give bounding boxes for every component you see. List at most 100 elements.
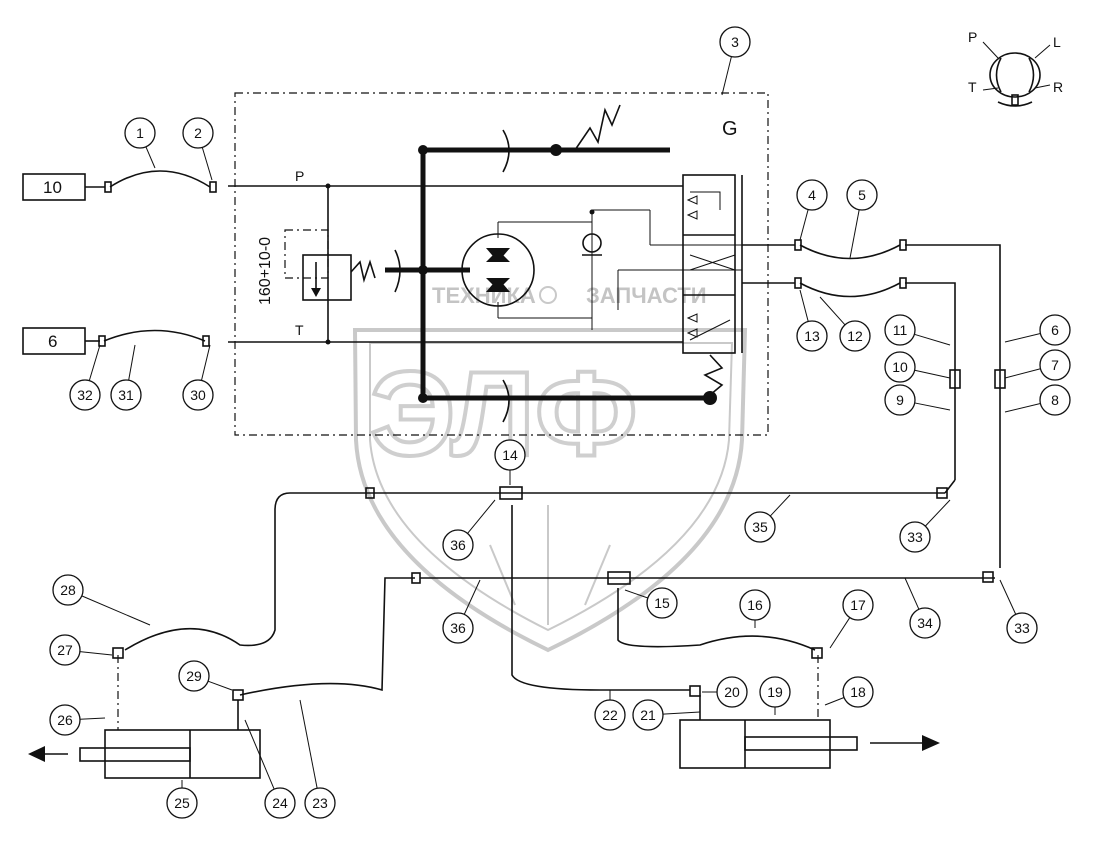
directional-valve: [682, 174, 743, 396]
callout-label: 12: [847, 328, 863, 344]
callout-label: 14: [502, 447, 518, 463]
left-cylinder: [28, 655, 261, 779]
callout-label: 33: [907, 529, 923, 545]
callout-9: 9: [884, 384, 951, 416]
callout-label: 11: [893, 322, 908, 338]
block-g-label: G: [722, 118, 738, 140]
hydraulic-pump-icon: [461, 233, 535, 307]
callout-34: 34: [904, 577, 941, 639]
watermark-wheat-icon: [489, 505, 611, 625]
callout-22: 22: [594, 690, 626, 731]
callout-21: 21: [632, 699, 701, 731]
mechanical-linkage: [385, 104, 717, 423]
selector-p-label: P: [968, 29, 977, 45]
port-t-label: T: [295, 322, 304, 338]
callout-label: 3: [731, 34, 739, 50]
callout-23: 23: [299, 699, 336, 819]
callout-label: 15: [654, 595, 670, 611]
callout-3: 3: [719, 26, 751, 96]
callout-15: 15: [624, 587, 678, 619]
callout-26: 26: [49, 704, 106, 736]
callout-label: 36: [450, 537, 466, 553]
callout-19: 19: [759, 676, 791, 715]
relief-valve: 160+10-0: [257, 229, 376, 305]
callout-label: 18: [850, 684, 866, 700]
callout-label: 2: [194, 125, 202, 141]
hose-lines: [85, 170, 1001, 696]
callout-label: 22: [602, 707, 618, 723]
callout-label: 17: [850, 597, 866, 613]
source-box-lower-label: 6: [48, 332, 57, 351]
callout-label: 1: [136, 125, 144, 141]
callout-label: 31: [118, 387, 134, 403]
callout-label: 32: [77, 387, 93, 403]
callout-7: 7: [1004, 349, 1071, 381]
source-box-upper-label: 10: [43, 178, 62, 197]
fittings: [98, 181, 1006, 701]
callout-label: 13: [804, 328, 820, 344]
callout-33: 33: [899, 499, 951, 553]
callout-20: 20: [702, 676, 748, 708]
callout-label: 23: [312, 795, 328, 811]
callout-label: 21: [640, 707, 656, 723]
callout-label: 4: [808, 187, 816, 203]
callout-16: 16: [739, 589, 771, 628]
watermark-text-left: ТЕХНИКА: [432, 283, 536, 308]
callout-label: 29: [186, 668, 202, 684]
callout-label: 35: [752, 519, 768, 535]
callout-5: 5: [846, 179, 878, 259]
callout-label: 27: [57, 642, 73, 658]
callout-18: 18: [824, 676, 874, 708]
callout-label: 8: [1051, 392, 1059, 408]
callout-36: 36: [442, 579, 481, 644]
callout-10: 10: [884, 351, 951, 383]
callout-label: 34: [917, 615, 933, 631]
right-cylinder: [679, 655, 940, 769]
callout-label: 5: [858, 187, 866, 203]
callout-label: 16: [747, 597, 763, 613]
callout-25: 25: [166, 780, 198, 819]
control-block-outline: [234, 92, 769, 436]
selector-t-label: T: [968, 79, 977, 95]
callout-28: 28: [52, 574, 151, 626]
callout-label: 28: [60, 582, 76, 598]
callout-label: 25: [174, 795, 190, 811]
callout-33: 33: [999, 579, 1038, 644]
callout-17: 17: [829, 589, 874, 649]
callout-label: 10: [892, 359, 908, 375]
callout-35: 35: [744, 494, 791, 543]
selector-valve-icon: P L T R: [968, 29, 1063, 107]
callout-label: 20: [724, 684, 740, 700]
callout-32: 32: [69, 344, 101, 411]
callout-13: 13: [796, 289, 828, 352]
callout-12: 12: [819, 296, 871, 352]
callout-label: 9: [896, 392, 904, 408]
callout-label: 6: [1051, 322, 1059, 338]
selector-r-label: R: [1053, 79, 1063, 95]
callout-label: 26: [57, 712, 73, 728]
valve-setting-label: 160+10-0: [257, 237, 274, 305]
callout-8: 8: [1004, 384, 1071, 416]
callout-2: 2: [182, 117, 214, 181]
callout-11: 11: [884, 314, 951, 346]
callout-1: 1: [124, 117, 156, 169]
check-valve-icon: [582, 233, 602, 256]
callout-29: 29: [178, 660, 233, 692]
callout-label: 33: [1014, 620, 1030, 636]
callout-4: 4: [796, 179, 828, 241]
callout-24: 24: [244, 719, 296, 819]
port-p-label: P: [295, 168, 304, 184]
watermark: ТЕХНИКА ЗАПЧАСТИ ЭЛФ: [352, 283, 748, 653]
callout-label: 19: [767, 684, 783, 700]
callout-label: 24: [272, 795, 288, 811]
callout-label: 36: [450, 620, 466, 636]
callout-label: 30: [190, 387, 206, 403]
internal-circuit: [228, 183, 742, 345]
callout-label: 7: [1051, 357, 1059, 373]
callout-30: 30: [182, 344, 214, 411]
callout-27: 27: [49, 634, 113, 666]
callout-31: 31: [110, 344, 142, 411]
callout-14: 14: [494, 439, 526, 485]
